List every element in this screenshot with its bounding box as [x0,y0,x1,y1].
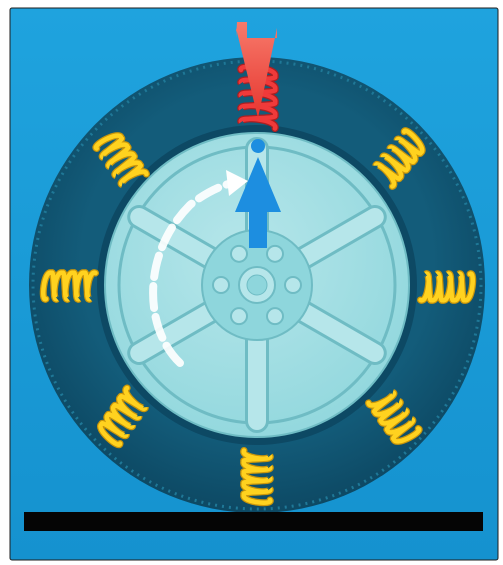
lug-nut [231,246,247,262]
ground-surface [24,512,483,531]
lug-nut [231,308,247,324]
contact-point-dot [251,139,265,153]
lug-nut [267,308,283,324]
hub-center-bolt [247,275,267,295]
lug-nut [267,246,283,262]
lug-nut [213,277,229,293]
lug-nut [285,277,301,293]
